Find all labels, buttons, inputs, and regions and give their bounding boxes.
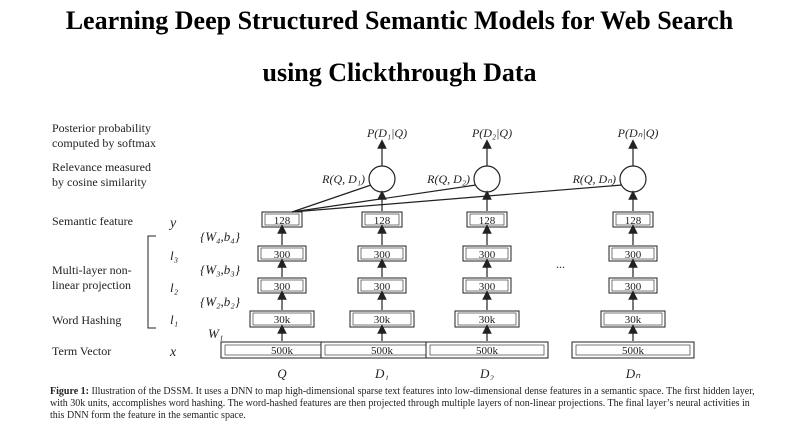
caption-label: Figure 1: bbox=[50, 386, 89, 397]
label-multilayer-1: Multi-layer non- bbox=[52, 263, 132, 277]
dn-hash-label: 30k bbox=[625, 314, 642, 326]
caption-text: Illustration of the DSSM. It uses a DNN … bbox=[50, 386, 755, 421]
q-l3-label: 300 bbox=[274, 249, 291, 261]
d1-l3-label: 300 bbox=[374, 249, 391, 261]
symbol-l1: l₁ bbox=[170, 312, 178, 327]
paper-title-line-1: Learning Deep Structured Semantic Models… bbox=[65, 6, 734, 35]
d2-cosine-circle bbox=[473, 165, 501, 193]
ellipsis: ... bbox=[556, 257, 565, 271]
paper-title-line-2: using Clickthrough Data bbox=[262, 58, 537, 87]
label-term-vector: Term Vector bbox=[52, 344, 111, 358]
dn-column-label: Dₙ bbox=[625, 366, 641, 380]
d2-posterior-label: P(D₂|Q) bbox=[471, 126, 512, 140]
weight-w4: {W₄,b₄} bbox=[200, 229, 241, 244]
dn-term-vector-label: 500k bbox=[622, 345, 645, 357]
q-term-vector-label: 500k bbox=[271, 345, 294, 357]
d2-semantic-label: 128 bbox=[479, 215, 496, 227]
label-relevance-2: by cosine similarity bbox=[52, 175, 147, 189]
label-posterior-1: Posterior probability bbox=[52, 121, 151, 135]
dn-l2-label: 300 bbox=[625, 281, 642, 293]
figure-caption: Figure 1: Illustration of the DSSM. It u… bbox=[50, 386, 755, 422]
d1-l2-label: 300 bbox=[374, 281, 391, 293]
d2-l2-label: 300 bbox=[479, 281, 496, 293]
query-to-dn-line bbox=[291, 184, 623, 213]
symbol-l2: l₂ bbox=[170, 280, 179, 295]
d2-term-vector-box bbox=[425, 341, 549, 359]
q-column-label: Q bbox=[277, 366, 287, 380]
label-posterior-2: computed by softmax bbox=[52, 136, 156, 150]
dn-relevance-label: R(Q, Dₙ) bbox=[572, 172, 616, 186]
hidden-layer-bracket bbox=[147, 235, 156, 329]
dssm-diagram: Posterior probability computed by softma… bbox=[52, 121, 695, 380]
d2-term-vector-label: 500k bbox=[476, 345, 499, 357]
dn-term-vector-box bbox=[571, 341, 695, 359]
dn-semantic-label: 128 bbox=[625, 215, 642, 227]
d1-cosine-circle bbox=[368, 165, 396, 193]
label-relevance-1: Relevance measured bbox=[52, 160, 151, 174]
d1-posterior-label: P(D₁|Q) bbox=[366, 126, 407, 140]
d1-term-vector-label: 500k bbox=[371, 345, 394, 357]
label-multilayer-2: linear projection bbox=[52, 278, 131, 292]
q-semantic-label: 128 bbox=[274, 215, 291, 227]
q-l2-label: 300 bbox=[274, 281, 291, 293]
symbol-l3: l₃ bbox=[170, 248, 178, 263]
dn-term-vector-inner bbox=[575, 344, 691, 356]
weight-w3: {W₃,b₃} bbox=[200, 262, 241, 277]
d1-column-label: D₁ bbox=[374, 366, 389, 380]
d2-relevance-label: R(Q, D₂) bbox=[426, 172, 470, 186]
label-word-hashing: Word Hashing bbox=[52, 313, 121, 327]
q-hash-label: 30k bbox=[274, 314, 291, 326]
label-semantic-feature: Semantic feature bbox=[52, 214, 133, 228]
query-to-d2-line bbox=[291, 184, 477, 213]
dn-cosine-circle bbox=[619, 165, 647, 193]
d1-relevance-label: R(Q, D₁) bbox=[321, 172, 365, 186]
query-to-d1-line bbox=[291, 184, 372, 213]
symbol-x: x bbox=[169, 345, 177, 360]
dn-l3-label: 300 bbox=[625, 249, 642, 261]
d2-hash-label: 30k bbox=[479, 314, 496, 326]
d2-column-label: D₂ bbox=[479, 366, 494, 380]
dn-posterior-label: P(Dₙ|Q) bbox=[617, 126, 659, 140]
d2-term-vector-inner bbox=[429, 344, 545, 356]
d1-hash-label: 30k bbox=[374, 314, 391, 326]
weight-w1: W₁ bbox=[208, 326, 223, 341]
d2-l3-label: 300 bbox=[479, 249, 496, 261]
weight-w2: {W₂,b₂} bbox=[200, 294, 241, 309]
d1-semantic-label: 128 bbox=[374, 215, 391, 227]
symbol-y: y bbox=[168, 216, 177, 231]
